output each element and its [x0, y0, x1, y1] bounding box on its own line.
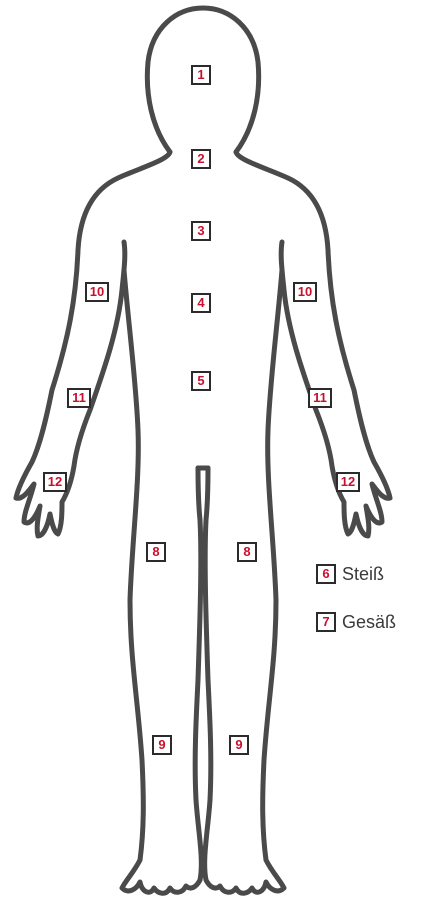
marker-upper-arm-right: 10: [85, 282, 109, 302]
marker-lower-leg-left: 9: [229, 735, 249, 755]
legend-label-steiss: Steiß: [342, 564, 384, 585]
left-leg-outline: [122, 270, 201, 893]
marker-lower-leg-right: 9: [152, 735, 172, 755]
legend-marker-steiss: 6: [316, 564, 336, 584]
marker-neck: 2: [191, 149, 211, 169]
legend-item-steiss: 6 Steiß: [316, 563, 384, 585]
marker-forearm-left: 11: [308, 388, 332, 408]
marker-lower-abdomen: 5: [191, 371, 211, 391]
marker-upper-arm-left: 10: [293, 282, 317, 302]
marker-upper-abdomen: 4: [191, 293, 211, 313]
right-body-outline: [236, 152, 390, 536]
marker-thigh-left: 8: [237, 542, 257, 562]
marker-forearm-right: 11: [67, 388, 91, 408]
legend-label-gesaess: Gesäß: [342, 612, 396, 633]
marker-thigh-right: 8: [146, 542, 166, 562]
legend-marker-gesaess: 7: [316, 612, 336, 632]
right-leg-outline: [205, 270, 284, 893]
marker-hand-left: 12: [336, 472, 360, 492]
marker-chest: 3: [191, 221, 211, 241]
left-body-outline: [16, 152, 170, 536]
marker-hand-right: 12: [43, 472, 67, 492]
marker-head: 1: [191, 65, 211, 85]
legend-item-gesaess: 7 Gesäß: [316, 611, 396, 633]
